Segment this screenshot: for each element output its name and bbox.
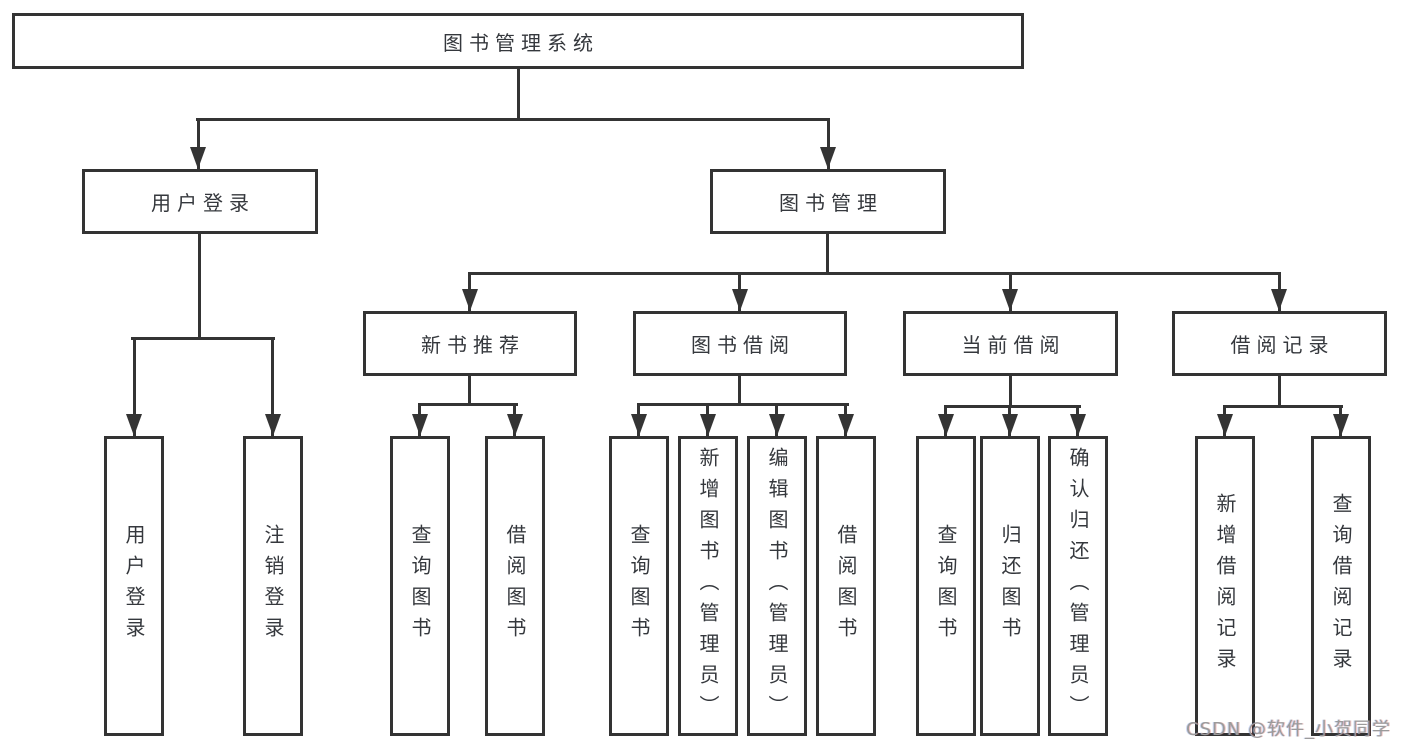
leaf-cb-return-book-label: 归还图书 <box>998 524 1022 648</box>
leaf-logout: 注销登录 <box>243 436 303 736</box>
connector-segment <box>738 376 741 403</box>
node-borrow-records: 借阅记录 <box>1172 311 1387 376</box>
leaf-nb-borrow-book-label: 借阅图书 <box>503 524 527 648</box>
connector-segment <box>133 340 136 436</box>
leaf-bb-borrow-book: 借阅图书 <box>816 436 876 736</box>
leaf-nb-query-book-label: 查询图书 <box>408 524 432 648</box>
connector-segment <box>418 403 518 406</box>
node-user-login-label: 用户登录 <box>151 191 255 215</box>
node-book-management-label: 图书管理 <box>779 191 883 215</box>
leaf-nb-borrow-book: 借阅图书 <box>485 436 545 736</box>
connector-segment <box>1223 405 1343 408</box>
connector-segment <box>1278 376 1281 405</box>
leaf-bb-query-book: 查询图书 <box>609 436 669 736</box>
connector-segment <box>1009 376 1012 405</box>
leaf-user-login: 用户登录 <box>104 436 164 736</box>
connector-segment <box>517 69 520 118</box>
arrow-down-icon <box>1070 414 1086 436</box>
node-user-login: 用户登录 <box>82 169 318 234</box>
arrow-down-icon <box>769 414 785 436</box>
arrow-down-icon <box>462 289 478 311</box>
connector-segment <box>198 234 201 337</box>
arrow-down-icon <box>126 414 142 436</box>
leaf-bb-add-book-admin-label: 新增图书（管理员） <box>696 446 720 726</box>
node-book-borrow-label: 图书借阅 <box>691 333 795 357</box>
leaf-cb-return-book: 归还图书 <box>980 436 1040 736</box>
connector-segment <box>197 121 200 169</box>
leaf-br-query-record-label: 查询借阅记录 <box>1329 493 1353 679</box>
leaf-cb-query-book: 查询图书 <box>916 436 976 736</box>
arrow-down-icon <box>938 414 954 436</box>
arrow-down-icon <box>631 414 647 436</box>
arrow-down-icon <box>732 289 748 311</box>
leaf-cb-confirm-return-admin: 确认归还（管理员） <box>1048 436 1108 736</box>
node-root-label: 图书管理系统 <box>443 30 599 55</box>
node-new-book-recommend: 新书推荐 <box>363 311 577 376</box>
arrow-down-icon <box>820 147 836 169</box>
arrow-down-icon <box>1002 414 1018 436</box>
leaf-cb-confirm-return-admin-label: 确认归还（管理员） <box>1066 446 1090 726</box>
leaf-bb-borrow-book-label: 借阅图书 <box>834 524 858 648</box>
leaf-bb-add-book-admin: 新增图书（管理员） <box>678 436 738 736</box>
connector-segment <box>196 118 830 121</box>
leaf-br-query-record: 查询借阅记录 <box>1311 436 1371 736</box>
leaf-nb-query-book: 查询图书 <box>390 436 450 736</box>
connector-segment <box>827 121 830 169</box>
arrow-down-icon <box>412 414 428 436</box>
leaf-br-add-record-label: 新增借阅记录 <box>1213 493 1237 679</box>
arrow-down-icon <box>190 147 206 169</box>
connector-segment <box>637 403 849 406</box>
node-new-book-recommend-label: 新书推荐 <box>421 333 525 357</box>
csdn-watermark: CSDN @软件_小贺同学 <box>1186 719 1392 740</box>
arrow-down-icon <box>1002 289 1018 311</box>
connector-segment <box>826 234 829 272</box>
connector-segment <box>468 272 1281 275</box>
node-book-management: 图书管理 <box>710 169 946 234</box>
node-current-borrow: 当前借阅 <box>903 311 1118 376</box>
arrow-down-icon <box>1271 289 1287 311</box>
leaf-logout-label: 注销登录 <box>261 524 285 648</box>
node-current-borrow-label: 当前借阅 <box>961 333 1066 357</box>
arrow-down-icon <box>1217 414 1233 436</box>
arrow-down-icon <box>507 414 523 436</box>
leaf-br-add-record: 新增借阅记录 <box>1195 436 1255 736</box>
leaf-bb-edit-book-admin: 编辑图书（管理员） <box>747 436 807 736</box>
arrow-down-icon <box>265 414 281 436</box>
node-root: 图书管理系统 <box>12 13 1024 69</box>
leaf-bb-edit-book-admin-label: 编辑图书（管理员） <box>765 446 789 726</box>
node-borrow-records-label: 借阅记录 <box>1230 333 1335 357</box>
leaf-user-login-label: 用户登录 <box>122 524 146 648</box>
arrow-down-icon <box>838 414 854 436</box>
connector-segment <box>271 340 274 436</box>
arrow-down-icon <box>700 414 716 436</box>
arrow-down-icon <box>1333 414 1349 436</box>
node-book-borrow: 图书借阅 <box>633 311 847 376</box>
connector-segment <box>944 405 1081 408</box>
leaf-bb-query-book-label: 查询图书 <box>627 524 651 648</box>
leaf-cb-query-book-label: 查询图书 <box>934 524 958 648</box>
connector-segment <box>131 337 275 340</box>
connector-segment <box>468 376 471 403</box>
